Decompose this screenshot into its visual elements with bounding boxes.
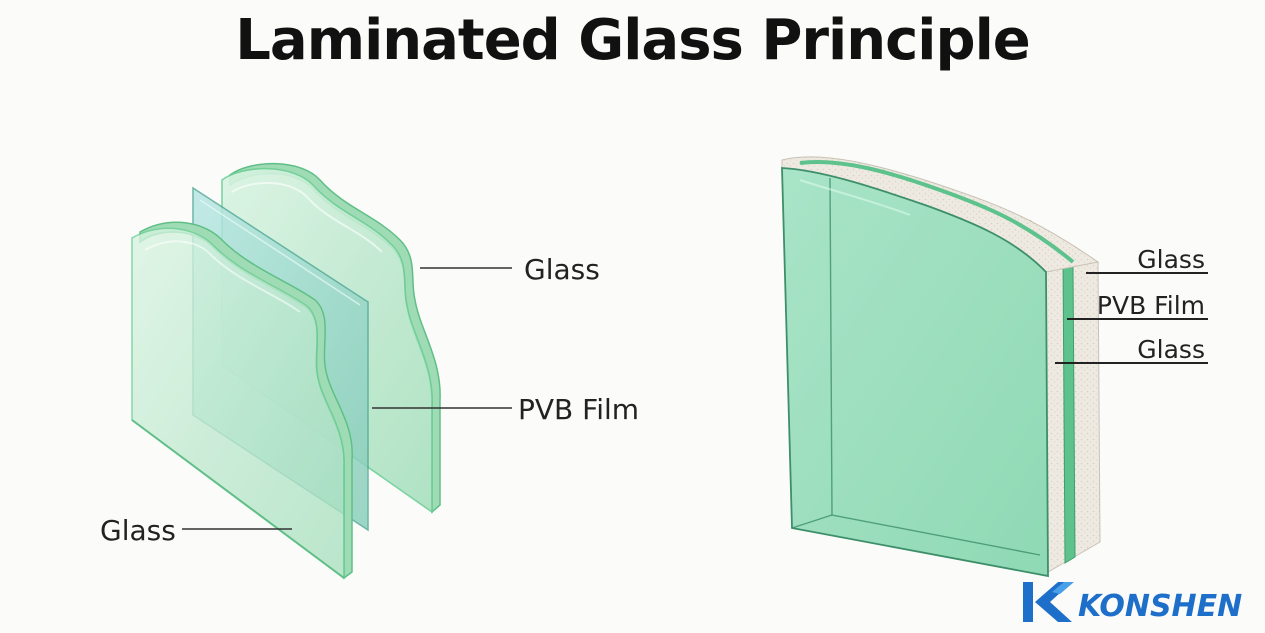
- pvb-layer-top-edge: [799, 159, 1075, 264]
- label-pvb-film-right: PVB Film: [1097, 291, 1205, 320]
- logo-text: KONSHEN: [1078, 589, 1242, 624]
- label-glass-front: Glass: [100, 514, 176, 547]
- label-pvb-film: PVB Film: [518, 393, 639, 426]
- page-title: Laminated Glass Principle: [235, 8, 1031, 73]
- label-glass-top: Glass: [1137, 245, 1205, 274]
- label-glass-back: Glass: [524, 253, 600, 286]
- right-assembled-diagram: Glass PVB Film Glass: [781, 156, 1208, 578]
- laminated-glass-face: [781, 167, 1049, 578]
- logo-mark: [1023, 582, 1074, 622]
- label-glass-bottom: Glass: [1137, 335, 1205, 364]
- konshen-logo: KONSHEN: [1023, 582, 1242, 624]
- front-glass-pane: [131, 221, 353, 580]
- left-exploded-diagram: Glass PVB Film Glass: [100, 162, 639, 580]
